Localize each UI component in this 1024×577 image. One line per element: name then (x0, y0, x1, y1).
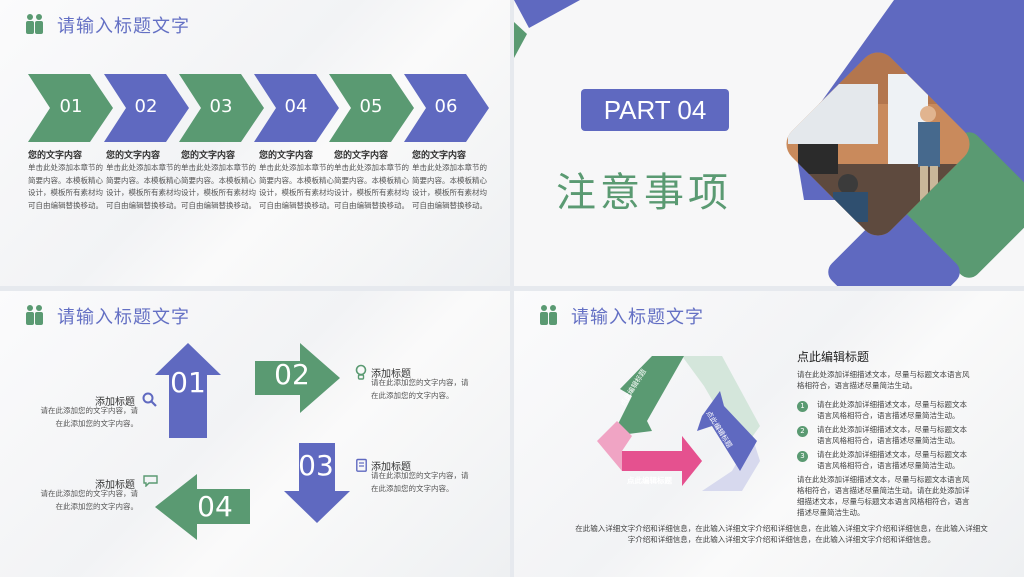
step-number: 01 (59, 96, 83, 117)
step-description: 单击此处添加本章节的简要内容。本模板精心设计，模板所有素材均可自由编辑替换移动。 (334, 163, 409, 210)
item-text: 请在此添加您的文字内容，请在此添加您的文字内容。 (371, 378, 469, 400)
slide-title: 请输入标题文字 (57, 16, 190, 37)
item-text: 请在此添加您的文字内容，请在此添加您的文字内容。 (40, 489, 139, 511)
step-description: 单击此处添加本章节的简要内容。本模板精心设计，模板所有素材均可自由编辑替换移动。 (259, 163, 334, 210)
panel-title: 点此编辑标题 (797, 350, 870, 364)
point-number: 2 (797, 426, 808, 437)
arrow-chain (28, 74, 489, 142)
item-label: 添加标题 (95, 480, 135, 491)
item-number: 04 (197, 490, 233, 523)
step-heading: 您的文字内容 (181, 151, 236, 161)
panel-summary: 请在此处添加详细描述文本，尽量与标题文本语言风格相符合，语言描述尽量简洁生动。请… (797, 475, 970, 517)
step-description: 单击此处添加本章节的简要内容。本模板精心设计，模板所有素材均可自由编辑替换移动。 (106, 163, 181, 210)
team-icon (26, 14, 43, 34)
step-heading: 您的文字内容 (28, 151, 83, 161)
panel-intro: 请在此处添加详细描述文本，尽量与标题文本语言风格相符合，语言描述尽量简洁生动。 (797, 370, 970, 390)
clipboard-icon (356, 458, 367, 472)
step-description: 单击此处添加本章节的简要内容。本模板精心设计，模板所有素材均可自由编辑替换移动。 (181, 163, 256, 210)
cycle-arrow-pink (622, 436, 702, 486)
slide-cycle-diagram[interactable]: 请输入标题文字 点此编辑标题 点此编辑标题 点此编辑标题 点此编辑标题 请在此处… (514, 291, 1024, 577)
step-arrow-06 (404, 74, 489, 142)
item-text: 请在此添加您的文字内容，请在此添加您的文字内容。 (371, 471, 469, 493)
step-number: 02 (134, 96, 158, 117)
slide-section-cover[interactable]: PART 04 注意事项 (514, 0, 1024, 286)
step-arrow-04 (254, 74, 339, 142)
slide-four-arrows[interactable]: 请输入标题文字 01 02 03 04 添加标题 请在此添加您的文字内容，请在此… (0, 291, 510, 577)
step-number: 06 (434, 96, 458, 117)
item-label: 添加标题 (371, 462, 411, 473)
item-number: 02 (274, 358, 310, 391)
step-description: 单击此处添加本章节的简要内容。本模板精心设计，模板所有素材均可自由编辑替换移动。 (412, 163, 487, 210)
step-description: 单击此处添加本章节的简要内容。本模板精心设计，模板所有素材均可自由编辑替换移动。 (28, 163, 103, 210)
step-arrow-03 (179, 74, 264, 142)
item-text: 请在此添加您的文字内容，请在此添加您的文字内容。 (40, 406, 139, 428)
arrow-up-01 (155, 343, 221, 438)
step-arrow-02 (104, 74, 189, 142)
item-number: 03 (298, 449, 334, 482)
arrow-shapes (155, 343, 350, 540)
cycle-arrow-blue (697, 391, 757, 471)
team-icon (540, 305, 557, 325)
chat-icon (143, 475, 158, 487)
search-icon (142, 392, 157, 407)
item-number: 01 (170, 366, 206, 399)
lightbulb-icon (355, 364, 367, 380)
slide-title: 请输入标题文字 (571, 307, 704, 328)
item-label: 添加标题 (95, 397, 135, 408)
arrow-left-04 (155, 474, 250, 540)
footer-text: 在此输入详细文字介绍和详细信息，在此输入详细文字介绍和详细信息，在此输入详细文字… (575, 524, 988, 544)
point-number: 1 (797, 401, 808, 412)
cycle-arrow-green (612, 356, 684, 436)
step-arrow-01 (28, 74, 113, 142)
step-heading: 您的文字内容 (106, 151, 161, 161)
item-label: 添加标题 (371, 369, 411, 380)
part-label: PART 04 (603, 95, 707, 125)
point-text: 请在此处添加详细描述文本，尽量与标题文本语言风格相符合，语言描述尽量简洁生动。 (817, 450, 967, 470)
point-text: 请在此处添加详细描述文本，尽量与标题文本语言风格相符合，语言描述尽量简洁生动。 (817, 400, 967, 420)
step-heading: 您的文字内容 (412, 151, 467, 161)
part-badge (581, 89, 729, 131)
office-photo (779, 45, 977, 243)
step-heading: 您的文字内容 (259, 151, 314, 161)
arrow-down-03 (284, 443, 350, 523)
step-number: 03 (209, 96, 233, 117)
step-number: 05 (359, 96, 383, 117)
step-heading: 您的文字内容 (334, 151, 389, 161)
section-heading: 注意事项 (556, 170, 732, 216)
step-number: 04 (284, 96, 308, 117)
step-arrow-05 (329, 74, 414, 142)
point-number: 3 (797, 451, 808, 462)
recycle-cycle (597, 356, 760, 491)
point-text: 请在此处添加详细描述文本，尽量与标题文本语言风格相符合，语言描述尽量简洁生动。 (817, 425, 967, 445)
arrow-right-02 (255, 343, 340, 413)
slide-process-steps[interactable]: 请输入标题文字 01 02 03 04 05 06 您的文字内容 您的文字内容 … (0, 0, 510, 286)
team-icon (26, 305, 43, 325)
cycle-label: 点此编辑标题 (627, 476, 672, 485)
slide-title: 请输入标题文字 (57, 307, 190, 328)
